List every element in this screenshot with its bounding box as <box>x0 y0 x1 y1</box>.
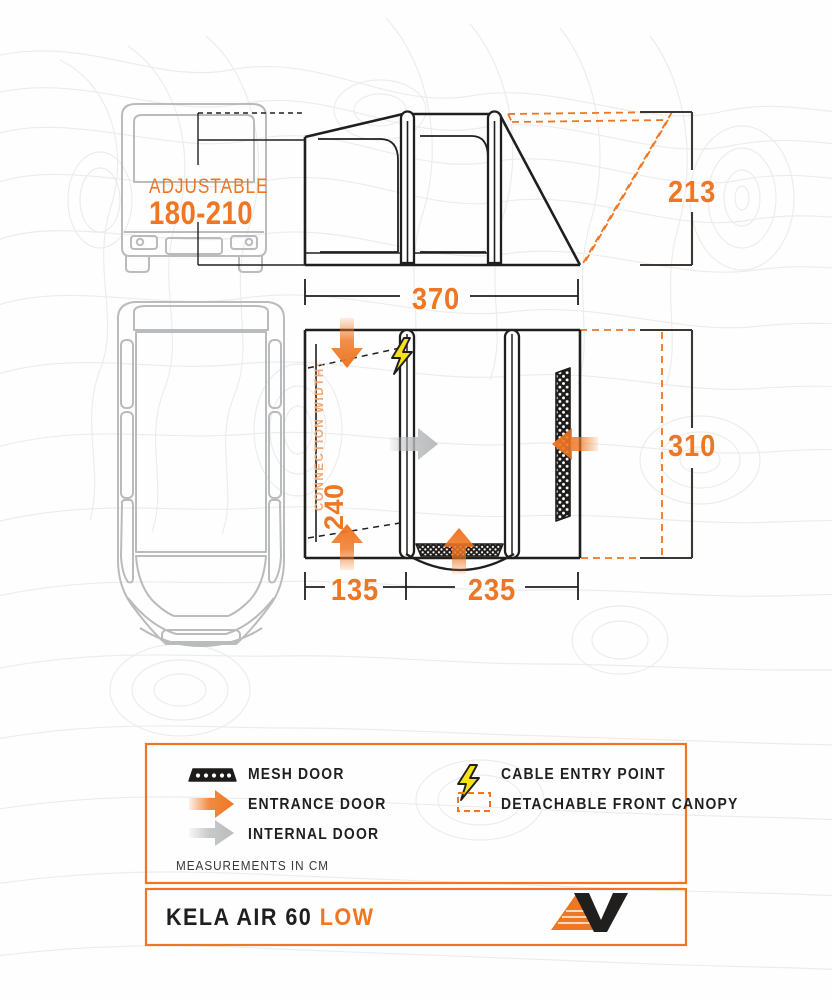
connection-width-value: 240 <box>319 483 349 530</box>
dimension-370-label: 370 <box>411 281 461 316</box>
product-variant: LOW <box>319 904 375 931</box>
product-name: KELA AIR 60 <box>166 904 313 931</box>
legend-label-entrance-door: ENTRANCE DOOR <box>248 796 387 813</box>
legend-label-canopy: DETACHABLE FRONT CANOPY <box>501 796 739 813</box>
dimension-235-label: 235 <box>467 572 517 607</box>
vango-logo <box>551 893 628 932</box>
product-title: KELA AIR 60 LOW <box>166 904 374 932</box>
legend-label-mesh-door: MESH DOOR <box>248 766 345 783</box>
entrance-door-arrow-bottom <box>331 524 363 570</box>
dimension-310-label: 310 <box>668 428 717 463</box>
legend-cable-entry-icon <box>457 764 480 801</box>
awning-plan-view <box>303 318 663 574</box>
detachable-front-canopy-side <box>507 111 673 266</box>
air-beam-side <box>399 110 503 265</box>
legend-mesh-door-icon <box>188 768 237 782</box>
legend-measurement-note: MEASUREMENTS IN CM <box>176 858 330 873</box>
dimension-135-label: 135 <box>330 572 380 607</box>
dimension-213-label: 213 <box>668 174 717 209</box>
entrance-door-arrow-top <box>331 318 363 368</box>
legend-label-cable-entry: CABLE ENTRY POINT <box>501 766 666 783</box>
legend-entrance-door-icon <box>189 790 234 818</box>
legend-internal-door-icon <box>189 820 234 846</box>
entrance-door-arrow-bottom-mid <box>443 528 475 574</box>
awning-side-elevation <box>303 110 673 267</box>
legend-label-internal-door: INTERNAL DOOR <box>248 826 380 843</box>
adjustable-value: 180-210 <box>149 195 254 231</box>
van-plan-view <box>117 301 285 647</box>
